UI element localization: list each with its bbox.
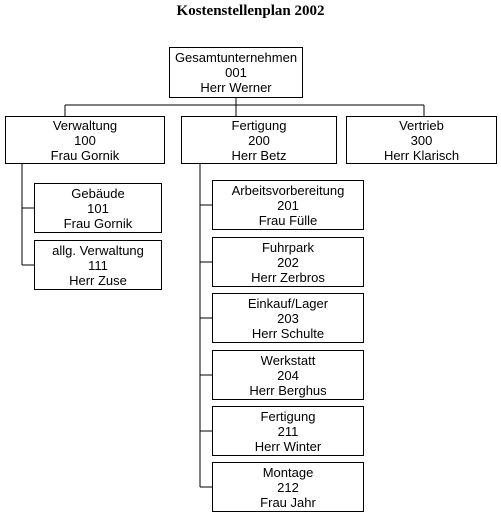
node-person: Herr Klarisch <box>383 147 460 163</box>
node-gebaeude: Gebäude 101 Frau Gornik <box>34 183 162 233</box>
node-fuhrpark: Fuhrpark 202 Herr Zerbros <box>212 237 364 287</box>
node-code: 211 <box>277 423 299 439</box>
node-name: Vertrieb <box>399 117 444 133</box>
node-arbeitsvorbereitung: Arbeitsvorbereitung 201 Frau Fülle <box>212 180 364 230</box>
node-code: 001 <box>225 65 247 80</box>
node-name: Fertigung <box>231 117 287 133</box>
node-name: Einkauf/Lager <box>247 295 329 311</box>
node-person: Herr Schulte <box>251 325 325 341</box>
node-person: Herr Berghus <box>249 382 327 398</box>
chart-title: Kostenstellenplan 2002 <box>176 3 325 19</box>
node-code: 100 <box>74 132 96 148</box>
node-name: Gebäude <box>71 185 125 201</box>
node-code: 201 <box>277 197 299 213</box>
node-person: Frau Jahr <box>260 494 316 510</box>
node-code: 212 <box>277 479 299 495</box>
node-name: Verwaltung <box>52 117 118 133</box>
node-gesamtunternehmen: Gesamtunternehmen 001 Herr Werner <box>169 47 303 98</box>
node-code: 300 <box>410 132 433 148</box>
node-vertrieb: Vertrieb 300 Herr Klarisch <box>346 116 497 164</box>
node-person: Frau Gornik <box>63 215 133 231</box>
node-fertigung: Fertigung 200 Herr Betz <box>181 116 337 164</box>
node-name: Arbeitsvorbereitung <box>231 182 345 198</box>
node-person: Herr Zerbros <box>251 269 325 285</box>
node-name: Fuhrpark <box>261 239 315 255</box>
node-person: Frau Fülle <box>258 212 318 228</box>
node-code: 203 <box>277 310 299 326</box>
node-code: 202 <box>277 254 299 270</box>
node-name: Montage <box>262 464 314 480</box>
node-person: Herr Betz <box>231 147 287 163</box>
node-name: allg. Verwaltung <box>52 242 144 258</box>
node-werkstatt: Werkstatt 204 Herr Berghus <box>212 350 364 400</box>
node-einkauf-lager: Einkauf/Lager 203 Herr Schulte <box>212 293 364 343</box>
node-montage: Montage 212 Frau Jahr <box>212 462 364 512</box>
node-code: 204 <box>277 367 299 383</box>
node-name: Werkstatt <box>260 352 316 368</box>
node-name: Gesamtunternehmen <box>174 50 298 65</box>
node-person: Herr Zuse <box>69 272 127 288</box>
node-person: Herr Winter <box>254 438 322 454</box>
node-fertigung-211: Fertigung 211 Herr Winter <box>212 406 364 456</box>
node-code: 200 <box>248 132 270 148</box>
node-code: 101 <box>87 200 109 216</box>
node-person: Herr Werner <box>200 80 272 95</box>
node-code: 111 <box>88 257 108 273</box>
node-verwaltung: Verwaltung 100 Frau Gornik <box>5 116 165 164</box>
node-name: Fertigung <box>260 408 316 424</box>
node-allg-verwaltung: allg. Verwaltung 111 Herr Zuse <box>34 240 162 290</box>
node-person: Frau Gornik <box>50 147 120 163</box>
